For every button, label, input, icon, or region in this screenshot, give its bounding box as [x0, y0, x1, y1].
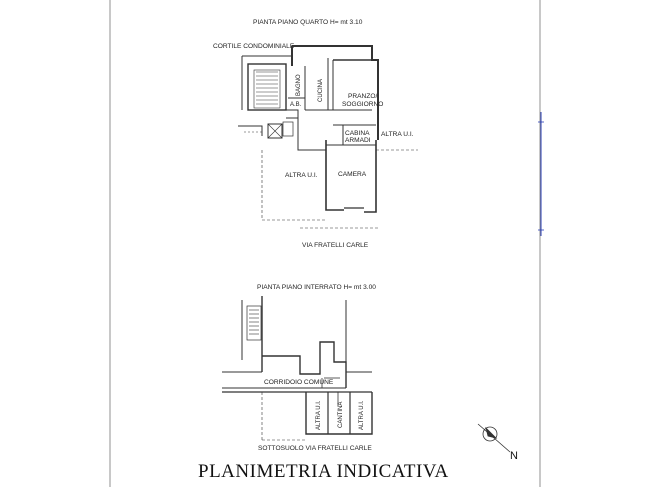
label-altra-ui-right: ALTRA U.I.: [381, 131, 414, 138]
label-via: VIA FRATELLI CARLE: [302, 242, 369, 249]
north-arrow-icon: [477, 423, 511, 453]
label-bagno: BAGNO: [296, 74, 302, 96]
label-corridoio: CORRIDOIO COMUNE: [264, 379, 334, 386]
lower-plan-walls: [222, 296, 373, 441]
lower-stair-treads: [249, 309, 259, 335]
north-label: N: [510, 450, 518, 462]
label-altra-ui-2: ALTRA U.I.: [359, 400, 365, 430]
label-altra-ui-1: ALTRA U.I.: [316, 400, 322, 430]
footer-title: PLANIMETRIA INDICATIVA: [198, 461, 449, 482]
label-cabina-1: CABINA: [345, 130, 370, 137]
lower-plan-title: PIANTA PIANO INTERRATO H= mt 3.00: [257, 284, 376, 291]
label-camera: CAMERA: [338, 171, 367, 178]
upper-stair-treads: [256, 71, 278, 105]
label-cucina: CUCINA: [318, 79, 324, 102]
label-ab: A.B.: [290, 102, 302, 108]
label-sottosuolo: SOTTOSUOLO VIA FRATELLI CARLE: [258, 445, 372, 452]
label-pranzo-2: SOGGIORNO: [342, 101, 383, 108]
upper-plan-walls: [238, 45, 418, 229]
label-cortile: CORTILE CONDOMINIALE: [213, 43, 295, 50]
label-altra-ui-left: ALTRA U.I.: [285, 172, 318, 179]
label-cabina-2: ARMADI: [345, 137, 371, 144]
upper-plan-title: PIANTA PIANO QUARTO H= mt 3.10: [253, 19, 363, 26]
label-pranzo-1: PRANZO/: [348, 93, 377, 100]
label-cantina: CANTINA: [338, 402, 344, 428]
